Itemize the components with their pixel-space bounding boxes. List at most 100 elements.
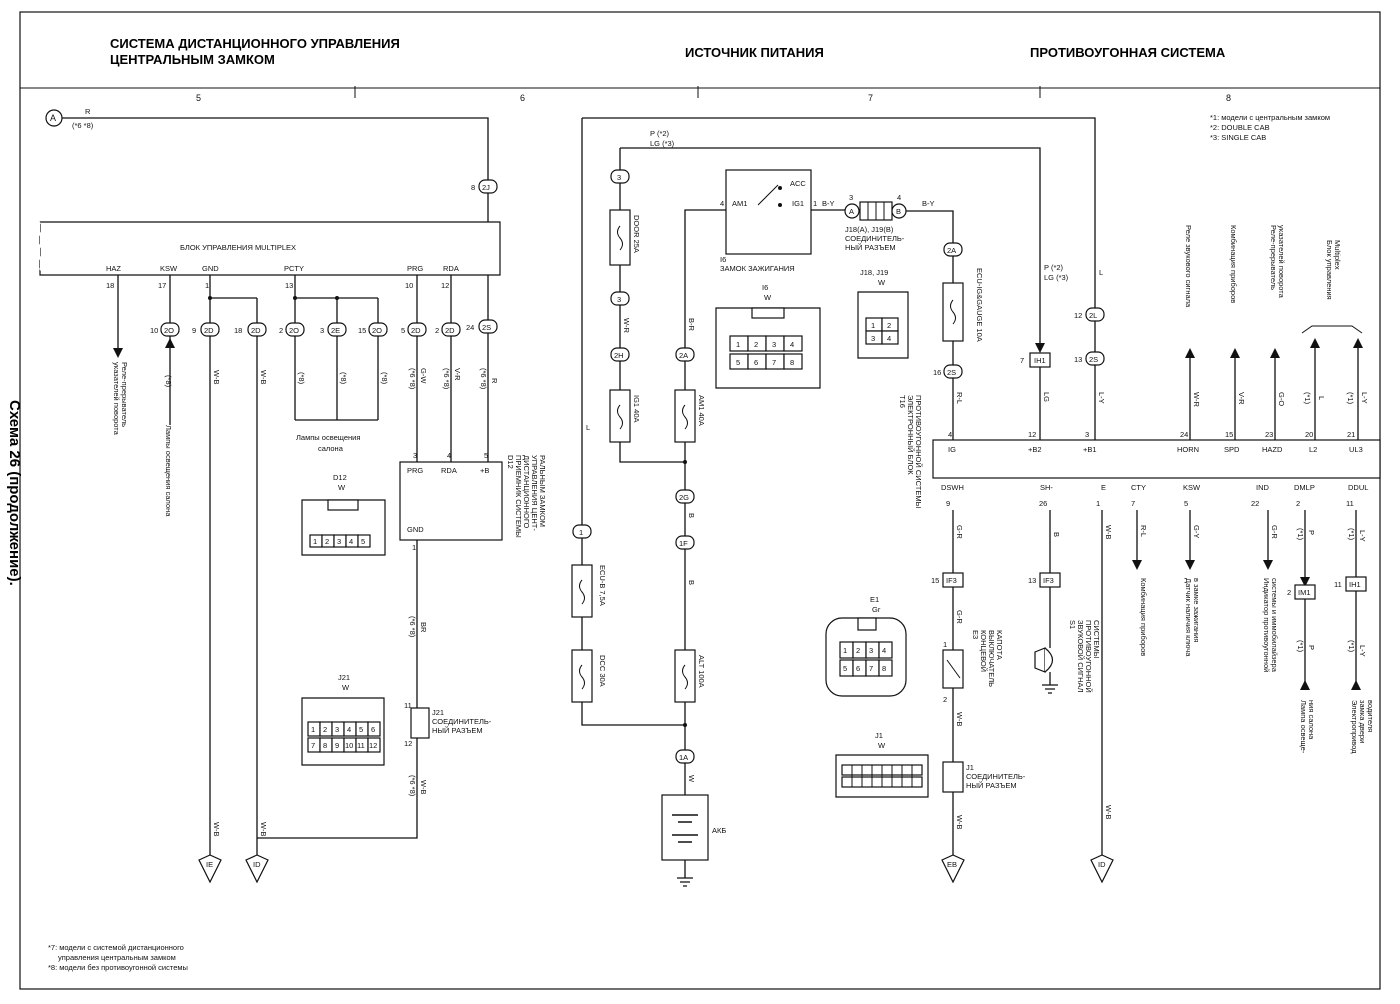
j21-pin-12: 12 (404, 739, 412, 748)
j18-end-a (844, 203, 860, 219)
connector-2H-label: 2H (614, 351, 624, 360)
svg-text:5: 5 (1184, 499, 1188, 508)
svg-text:12: 12 (1028, 430, 1036, 439)
svg-text:11: 11 (1346, 499, 1354, 508)
connector-2O-15-pin: 15 (358, 326, 366, 335)
j18-a-label: A (849, 207, 854, 216)
pin-num-1: 1 (205, 281, 209, 290)
svg-text:DSWH: DSWH (941, 483, 964, 492)
svg-text:24: 24 (1180, 430, 1188, 439)
fuse-ecu-b (571, 564, 593, 618)
svg-text:7: 7 (869, 664, 873, 673)
wire-w: W (687, 775, 696, 783)
svg-text:9: 9 (335, 741, 339, 750)
svg-text:3: 3 (337, 537, 341, 546)
wire-vr: V-R (453, 368, 462, 381)
svg-text:1: 1 (843, 646, 847, 655)
fuse-ecu-ig-label: ECU-IG&GAUGE 10A (975, 268, 984, 342)
connector-2O-2-pin: 2 (279, 326, 283, 335)
i6-connector-pins: 1 2 3 4 5 6 7 8 (729, 335, 803, 370)
relay-turn-label-2: указателей поворота (112, 362, 121, 436)
svg-text:5: 5 (361, 537, 365, 546)
connector-2D-2-pin: 2 (435, 326, 439, 335)
wire-b-2: B (687, 580, 696, 585)
svg-text:20: 20 (1305, 430, 1313, 439)
svg-text:ния салона: ния салона (1307, 700, 1316, 740)
wire-wr-horn: W-R (1192, 392, 1201, 407)
wire-wb-1: W-B (212, 370, 221, 384)
connector-2J-label: 2J (482, 183, 490, 192)
option-6-8-c: (*6 *8) (479, 368, 488, 390)
wire-wb-3: W-B (212, 822, 221, 836)
d12-gnd: GND (407, 525, 424, 534)
wire-b-sh: B (1052, 532, 1061, 537)
horn-relay-label: Реле звукового сигнала (1184, 225, 1193, 308)
s1-cap-3: СИСТЕМЫ (1092, 620, 1101, 659)
connector-2S-13-label: 2S (1089, 355, 1098, 364)
i6-conn-color: W (764, 293, 772, 302)
connector-2D-5-label: 2D (411, 326, 421, 335)
cabin-lamps-2: салона (318, 444, 344, 453)
section-5: 5 (196, 93, 201, 103)
fuse-dcc-label: DCC 30A (598, 655, 607, 687)
note-7b: управления центральным замком (58, 953, 176, 962)
connector-IH1-bottom-label: IH1 (1349, 580, 1361, 589)
wire-wb-e2: W-B (1104, 805, 1113, 819)
svg-text:1: 1 (313, 537, 317, 546)
connector-2O-10-pin: 10 (150, 326, 158, 335)
pin-num-13: 13 (285, 281, 293, 290)
wire-p2: P (*2) (650, 129, 670, 138)
svg-text:указателей поворота: указателей поворота (1277, 225, 1286, 299)
fuse-ecu-b-label: ECU-B 7,5A (598, 565, 607, 606)
section-6: 6 (520, 93, 525, 103)
svg-text:водителя: водителя (1366, 700, 1375, 732)
svg-text:11: 11 (357, 741, 365, 750)
connector-2D-5-pin: 5 (401, 326, 405, 335)
svg-text:5: 5 (736, 358, 740, 367)
connector-2S-24-pin: 24 (466, 323, 474, 332)
page-frame (19, 11, 1381, 990)
wire-wb-e3: W-B (955, 712, 964, 726)
svg-text:Multiplex: Multiplex (1333, 240, 1342, 270)
j21-conn-label: J21 (338, 673, 350, 682)
svg-text:SPD: SPD (1224, 445, 1240, 454)
battery (661, 794, 709, 861)
svg-text:1: 1 (1096, 499, 1100, 508)
option-8-a: (*8) (164, 375, 173, 388)
svg-text:L2: L2 (1309, 445, 1317, 454)
opt-1-c: (*1) (1296, 528, 1305, 541)
svg-text:8: 8 (323, 741, 327, 750)
ign-pin-4: 4 (720, 199, 724, 208)
connector-2A-right-label: 2A (947, 246, 956, 255)
svg-text:E: E (1101, 483, 1106, 492)
opt-1-f: (*1) (1347, 640, 1356, 653)
svg-text:23: 23 (1265, 430, 1273, 439)
opt-p2: P (*2) (1044, 263, 1064, 272)
j1-cap-0: J1 (966, 763, 974, 772)
wire-by-2: B-Y (922, 199, 935, 208)
option-6-8-d: (*6 *8) (408, 616, 417, 638)
note-8: *8: модели без противоугонной системы (48, 963, 188, 972)
connector-2G-label: 2G (679, 493, 689, 502)
svg-text:26: 26 (1039, 499, 1047, 508)
wire-wb-5: W-B (419, 780, 428, 794)
ignition-switch (725, 169, 812, 255)
svg-text:HAZD: HAZD (1262, 445, 1283, 454)
j18j19-cap-0: СОЕДИНИТЕЛЬ- (845, 234, 905, 243)
svg-text:Блок управления: Блок управления (1325, 240, 1334, 300)
svg-text:Лампа освеще-: Лампа освеще- (1299, 700, 1308, 754)
svg-text:KSW: KSW (1183, 483, 1201, 492)
wire-by-1: B-Y (822, 199, 835, 208)
j19-b-label: B (896, 207, 901, 216)
opt-1-b: (*1) (1346, 392, 1355, 405)
j21-pin-11: 11 (404, 701, 412, 710)
connector-IH1-top-label: IH1 (1034, 356, 1046, 365)
option-8-c: (*8) (339, 372, 348, 385)
option-6-8-top: (*6 *8) (72, 121, 94, 130)
connector-2D-9-label: 2D (204, 326, 214, 335)
e3-cap-0: E3 (971, 630, 980, 639)
note-3: *3: SINGLE CAB (1210, 133, 1266, 142)
svg-text:DMLP: DMLP (1294, 483, 1315, 492)
